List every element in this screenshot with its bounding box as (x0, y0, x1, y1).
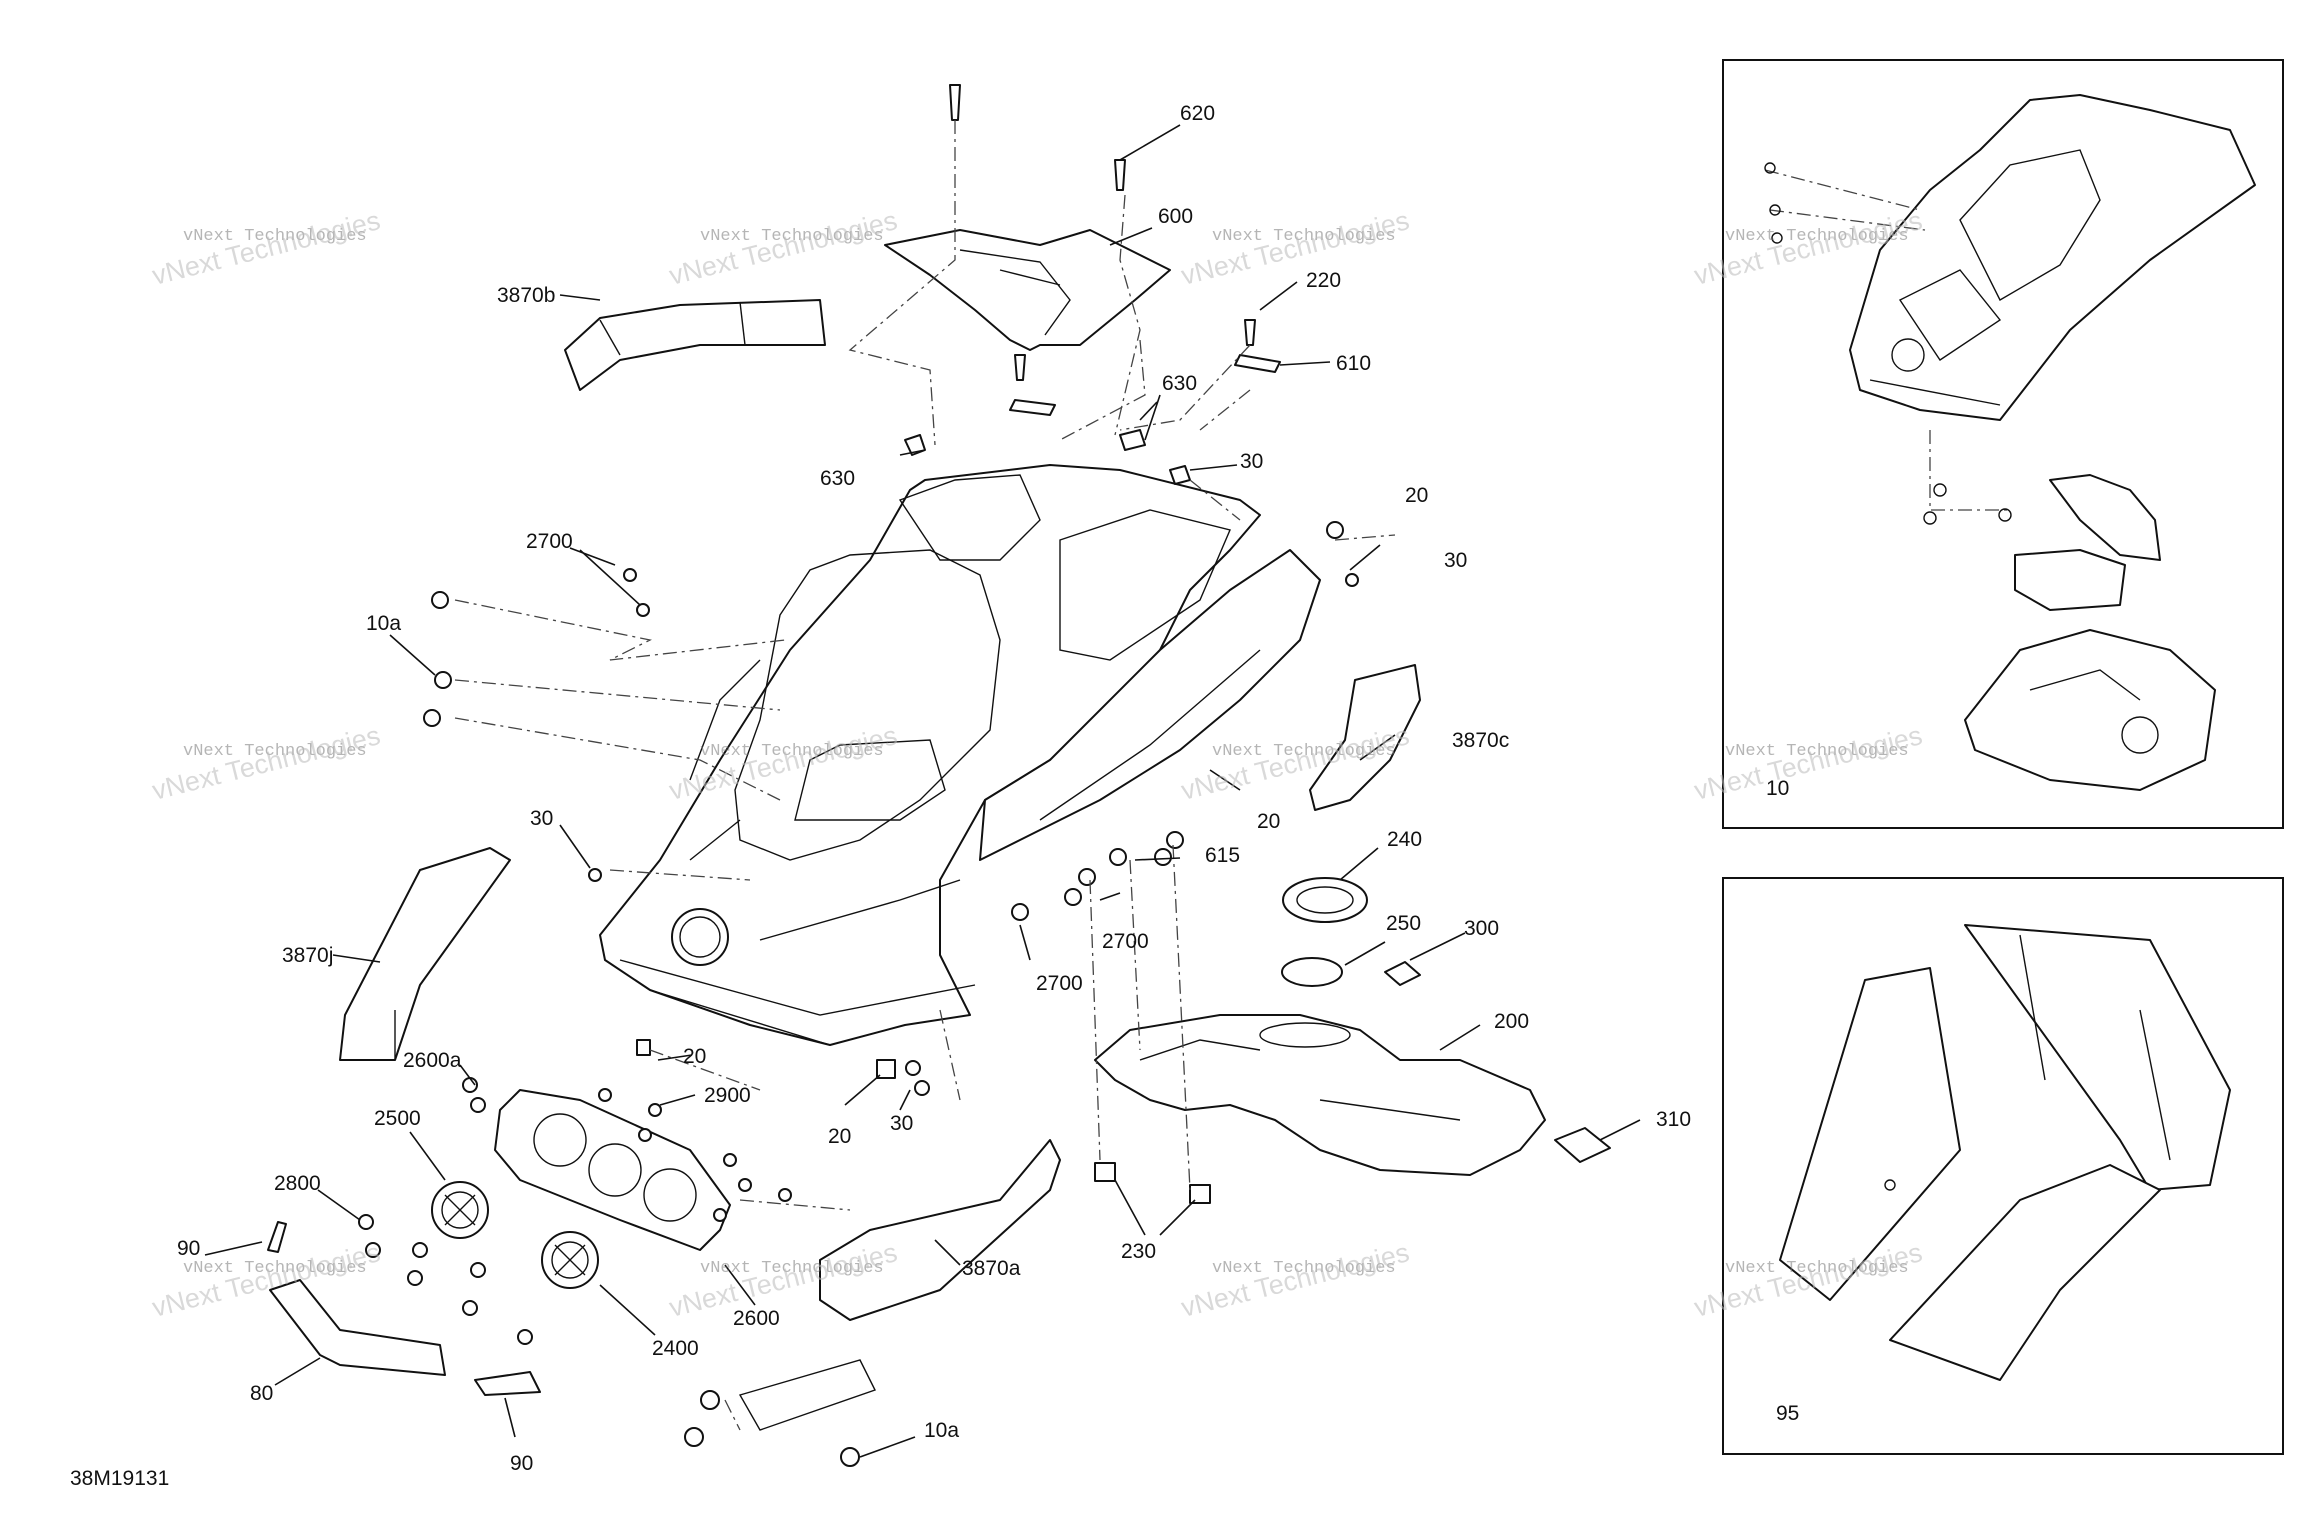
callout-3870c: 3870c (1452, 729, 1509, 752)
nut-10a-a (700, 1390, 720, 1410)
watermark-text: vNext Technologies (700, 227, 884, 246)
callout-2700-top: 2700 (526, 530, 573, 553)
callout-30-right: 30 (1444, 549, 1467, 572)
watermark-block: vNext Technologies vNext Technologies (1178, 1237, 1412, 1323)
callout-300: 300 (1464, 917, 1499, 940)
watermark-text: vNext Technologies (1725, 227, 1909, 246)
nut-10a-b (684, 1427, 704, 1447)
callout-600: 600 (1158, 205, 1193, 228)
callout-2700-mid: 2700 (1102, 930, 1149, 953)
watermark-text: vNext Technologies (183, 742, 367, 761)
callout-230: 230 (1121, 1240, 1156, 1263)
callout-620: 620 (1180, 102, 1215, 125)
watermark-text-large: vNext Technologies (666, 205, 900, 291)
callout-20-headlight: 20 (683, 1045, 706, 1068)
gas-tank-support (1094, 1014, 1546, 1176)
inset-intake-parts (1964, 474, 2216, 791)
main-hood-body (599, 464, 1261, 1046)
watermark-text: vNext Technologies (1725, 742, 1909, 761)
watermark-text-large: vNext Technologies (149, 205, 383, 291)
fuel-cap-gasket (1281, 957, 1343, 987)
callout-10-inset: 10 (1766, 777, 1789, 800)
callout-30-top: 30 (1240, 450, 1263, 473)
leader-lines (204, 124, 1641, 1458)
watermark-text-large: vNext Technologies (149, 720, 383, 806)
watermark-text: vNext Technologies (700, 742, 884, 761)
small-foam-90 (474, 1371, 541, 1396)
watermark-text: vNext Technologies (183, 1259, 367, 1278)
upper-hood-cover (884, 229, 1171, 351)
callout-220: 220 (1306, 269, 1341, 292)
headlight-bracket (494, 1089, 731, 1251)
callout-310: 310 (1656, 1108, 1691, 1131)
callout-20-low: 20 (828, 1125, 851, 1148)
lower-panel-10a (738, 1359, 876, 1431)
callout-3870a: 3870a (962, 1257, 1021, 1280)
callout-10a-top: 10a (366, 612, 401, 635)
callout-2900: 2900 (704, 1084, 751, 1107)
callout-95-inset: 95 (1776, 1402, 1799, 1425)
callout-10a-bottom: 10a (924, 1419, 959, 1442)
callout-610: 610 (1336, 352, 1371, 375)
callout-labels: 620 600 3870b 220 610 630 630 30 20 30 2… (70, 102, 1799, 1490)
callout-30-left: 30 (530, 807, 553, 830)
callout-3870b: 3870b (497, 284, 555, 307)
callout-240: 240 (1387, 828, 1422, 851)
foam-strip-3870a (819, 1139, 1061, 1321)
watermark-block: vNext Technologies vNext Technologies (149, 205, 383, 291)
callout-20-right: 20 (1405, 484, 1428, 507)
callout-30-low: 30 (890, 1112, 913, 1135)
watermark-block: vNext Technologies vNext Technologies (149, 720, 383, 806)
bolt-90 (267, 1221, 287, 1253)
foam-strip-3870j (339, 847, 511, 1061)
callout-90-left: 90 (177, 1237, 200, 1260)
foam-strip-3870b (564, 299, 826, 391)
nut-10a-c (840, 1447, 860, 1467)
callout-2800: 2800 (274, 1172, 321, 1195)
strip-80 (269, 1279, 446, 1376)
small-bracket-300 (1384, 961, 1421, 986)
callout-2600a: 2600a (403, 1049, 462, 1072)
callout-20-mid: 20 (1257, 810, 1280, 833)
watermark-block: vNext Technologies vNext Technologies (1178, 205, 1412, 291)
callout-615: 615 (1205, 844, 1240, 867)
foam-strip-3870c (1309, 664, 1421, 811)
fasteners (358, 84, 1359, 1345)
inset-hood-assembly (1764, 94, 2256, 525)
right-side-panel (979, 549, 1321, 861)
callout-2600: 2600 (733, 1307, 780, 1330)
watermark-text: vNext Technologies (1212, 227, 1396, 246)
watermark-text: vNext Technologies (1212, 742, 1396, 761)
watermark-text: vNext Technologies (183, 227, 367, 246)
watermark-block: vNext Technologies vNext Technologies (666, 205, 900, 291)
callout-90-bottom: 90 (510, 1452, 533, 1475)
gasket-310 (1554, 1127, 1611, 1163)
callout-3870j: 3870j (282, 944, 333, 967)
headlight-2400 (541, 1231, 599, 1289)
clip-230a (1094, 1162, 1116, 1182)
inset-foam-sheets (1779, 924, 2231, 1381)
callout-2700-low: 2700 (1036, 972, 1083, 995)
watermark-text: vNext Technologies (1725, 1259, 1909, 1278)
reference-code: 38M19131 (70, 1467, 169, 1490)
fuel-cap-ring (1282, 877, 1368, 923)
callout-630-left: 630 (820, 467, 855, 490)
callout-2500: 2500 (374, 1107, 421, 1130)
headlight-2500 (431, 1181, 489, 1239)
watermark-text: vNext Technologies (700, 1259, 884, 1278)
callout-200: 200 (1494, 1010, 1529, 1033)
clip-230b (1189, 1184, 1211, 1204)
watermark-text-large: vNext Technologies (1178, 1237, 1412, 1323)
callout-630-top: 630 (1162, 372, 1197, 395)
callout-2400: 2400 (652, 1337, 699, 1360)
callout-250: 250 (1386, 912, 1421, 935)
assembly-lines (454, 120, 1396, 1431)
watermark-text-large: vNext Technologies (1178, 205, 1412, 291)
callout-80: 80 (250, 1382, 273, 1405)
watermark-text: vNext Technologies (1212, 1259, 1396, 1278)
